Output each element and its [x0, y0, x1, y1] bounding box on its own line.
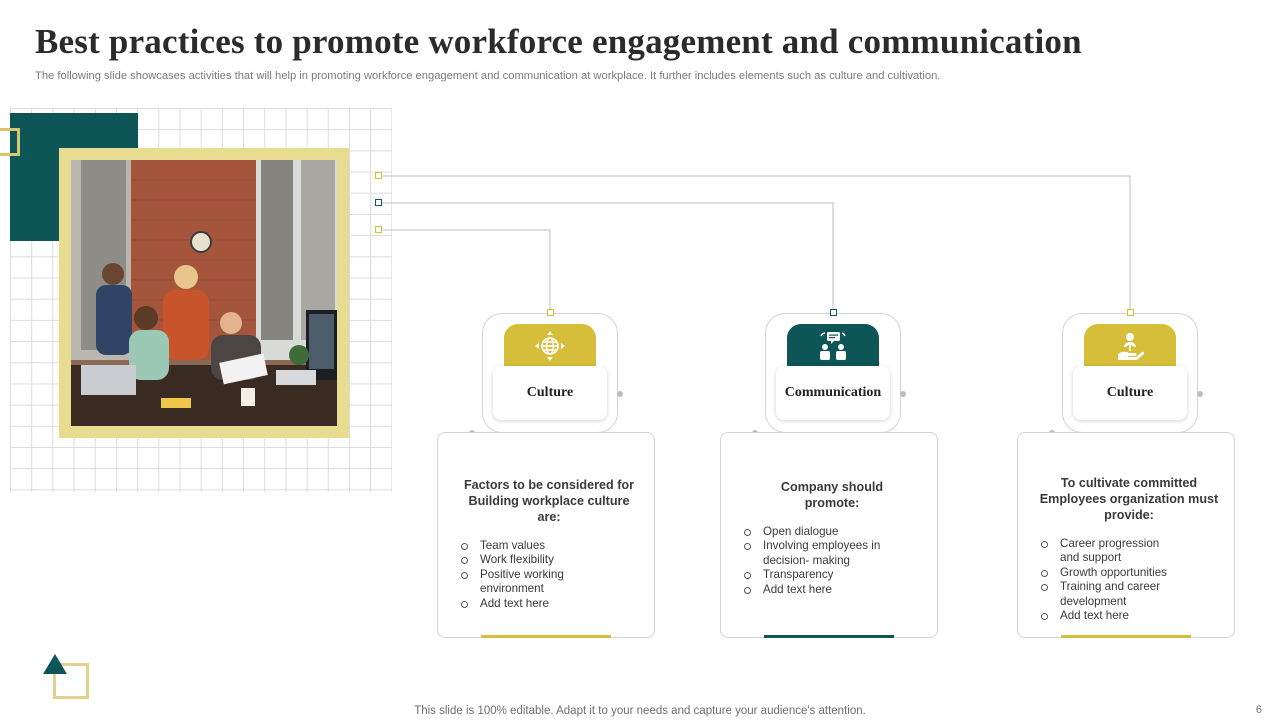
cultivation-heading: To cultivate committed Employees organiz…: [1039, 476, 1219, 522]
accent-bar: [481, 635, 611, 638]
team-meeting-photo: [71, 160, 337, 426]
communication-list: Open dialogue Involving employees in dec…: [741, 525, 923, 597]
list-item: Work flexibility: [458, 553, 640, 567]
list-item: Growth opportunities: [1038, 566, 1220, 580]
page-subtitle: The following slide showcases activities…: [35, 70, 941, 82]
footer-note: This slide is 100% editable. Adapt it to…: [414, 705, 866, 717]
list-item: Team values: [458, 539, 640, 553]
list-item: Transparency: [741, 568, 923, 582]
connector-node: [830, 309, 837, 316]
decorative-triangle: [43, 654, 67, 674]
accent-bar: [1061, 635, 1191, 638]
decorative-yellow-square: [0, 128, 20, 156]
connector-node: [375, 172, 382, 179]
connector-dot: [900, 391, 906, 397]
connector-node: [547, 309, 554, 316]
connector-node: [1127, 309, 1134, 316]
list-item: Open dialogue: [741, 525, 923, 539]
list-item: Add text here: [741, 583, 923, 597]
cultivation-list: Career progression and support Growth op…: [1038, 537, 1220, 623]
list-item: Add text here: [1038, 609, 1220, 623]
communication-content-card: Company should promote: Open dialogue In…: [720, 432, 938, 638]
list-item: Involving employees in decision- making: [741, 539, 923, 568]
decorative-outline-square: [53, 663, 89, 699]
connector-dot: [1197, 391, 1203, 397]
cultivation-content-card: To cultivate committed Employees organiz…: [1017, 432, 1235, 638]
list-item: Training and career development: [1038, 580, 1220, 609]
accent-bar: [764, 635, 894, 638]
culture-label: Culture: [493, 366, 607, 420]
cultivation-icon-tab: [1084, 324, 1176, 368]
cultivation-label: Culture: [1073, 366, 1187, 420]
communication-icon-tab: [787, 324, 879, 368]
culture-list: Team values Work flexibility Positive wo…: [458, 539, 640, 611]
connector-node: [375, 199, 382, 206]
culture-content-card: Factors to be considered for Building wo…: [437, 432, 655, 638]
communication-heading: Company should promote:: [780, 480, 884, 510]
team-discussion-icon: [820, 332, 846, 360]
list-item: Career progression and support: [1038, 537, 1220, 566]
page-number: 6: [1255, 704, 1262, 716]
plant-in-hand-icon: [1118, 333, 1145, 360]
connector-node: [375, 226, 382, 233]
list-item: Positive working environment: [458, 568, 640, 597]
communication-label: Communication: [776, 366, 890, 420]
page-title: Best practices to promote workforce enga…: [35, 22, 1082, 61]
globe-gear-icon: [535, 331, 565, 361]
culture-heading: Factors to be considered for Building wo…: [463, 478, 635, 524]
list-item: Add text here: [458, 597, 640, 611]
connector-dot: [617, 391, 623, 397]
culture-icon-tab: [504, 324, 596, 368]
